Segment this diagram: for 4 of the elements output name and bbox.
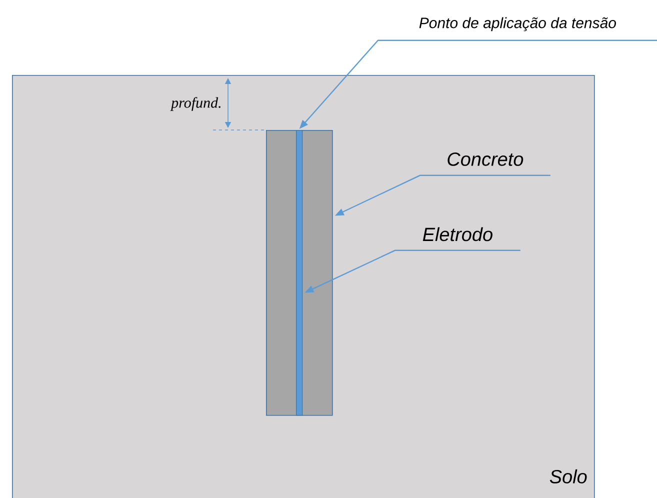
callout-text: Ponto de aplicação da tensão	[419, 17, 616, 32]
callout-text: Eletrodo	[422, 227, 492, 242]
dimension-label: profund.	[170, 97, 220, 111]
callout-text: Concreto	[448, 152, 524, 166]
